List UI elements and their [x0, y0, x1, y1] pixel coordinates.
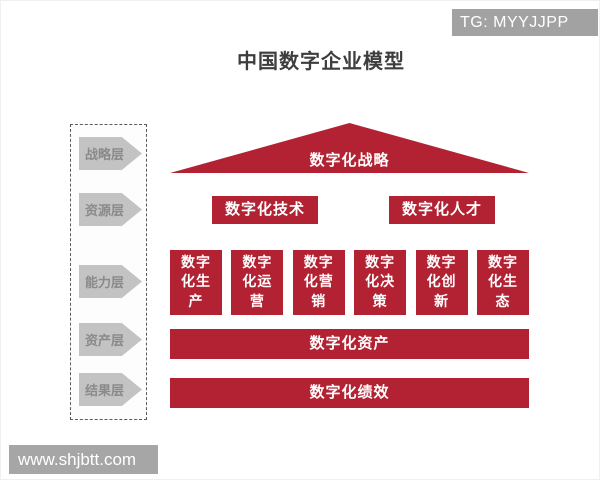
capability-line: 态 — [495, 292, 511, 309]
capability-box-ecosystem: 数字 化生 态 — [476, 250, 529, 315]
capability-line: 策 — [372, 292, 388, 309]
resource-box-talent: 数字化人才 — [389, 196, 495, 224]
capability-line: 化创 — [426, 273, 457, 290]
roof-triangle: 数字化战略 — [170, 123, 529, 173]
capability-line: 化生 — [487, 273, 518, 290]
capability-line: 化决 — [365, 273, 396, 290]
layer-arrow-label: 能力层 — [84, 275, 124, 290]
capability-line: 数字 — [303, 254, 334, 270]
capability-line: 数字 — [365, 254, 396, 270]
capability-line: 化运 — [242, 273, 273, 290]
capability-box-production: 数字 化生 产 — [170, 250, 222, 315]
layer-arrow-label: 战略层 — [84, 147, 124, 162]
enterprise-model-diagram: 数字化战略 数字化技术 数字化人才 数字 化生 产 数字 化运 营 数字 化营 … — [170, 123, 529, 409]
capability-line: 数字 — [242, 254, 273, 270]
resource-row: 数字化技术 数字化人才 — [170, 196, 529, 224]
tg-badge: TG: MYYJJPP — [452, 9, 598, 36]
tg-badge-text: TG: MYYJJPP — [460, 14, 569, 31]
layer-arrow-label: 资产层 — [84, 333, 124, 348]
capability-box-decision: 数字 化决 策 — [354, 250, 407, 315]
capability-line: 数字 — [426, 254, 457, 270]
capability-line: 化营 — [303, 273, 334, 290]
layer-arrow-label: 结果层 — [84, 383, 124, 398]
result-bar: 数字化绩效 — [170, 378, 529, 408]
resource-box-technology: 数字化技术 — [212, 196, 318, 224]
capability-box-innovation: 数字 化创 新 — [415, 250, 468, 315]
capability-line: 数字 — [487, 254, 518, 270]
capability-box-operation: 数字 化运 营 — [231, 250, 284, 315]
watermark: www.shjbtt.com — [9, 445, 158, 474]
watermark-text: www.shjbtt.com — [18, 450, 137, 469]
asset-bar: 数字化资产 — [170, 329, 529, 359]
capability-line: 新 — [434, 292, 450, 309]
capability-line: 销 — [311, 292, 327, 309]
capability-line: 数字 — [181, 254, 211, 270]
capability-line: 化生 — [181, 273, 211, 290]
capability-line: 产 — [188, 292, 204, 309]
capability-line: 营 — [249, 292, 265, 309]
roof-label: 数字化战略 — [309, 152, 390, 169]
page-title: 中国数字企业模型 — [237, 51, 405, 73]
capability-row: 数字 化生 产 数字 化运 营 数字 化营 销 数字 化决 策 数字 化创 新 … — [170, 250, 529, 315]
capability-box-marketing: 数字 化营 销 — [292, 250, 345, 315]
layer-arrow-label: 资源层 — [84, 203, 124, 218]
